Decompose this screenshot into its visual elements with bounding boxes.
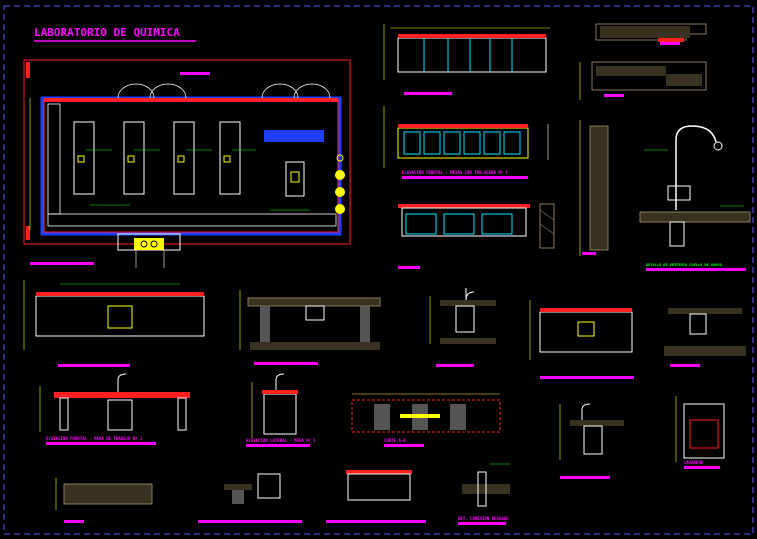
- elevation-cabinets: [398, 203, 555, 269]
- plan-caption-bar: [30, 262, 94, 265]
- cabinet-elevation: LAVADERO: [675, 396, 725, 469]
- cabinet-caption: LAVADERO: [684, 460, 704, 465]
- faucet-caption: DETALLE DE GRIFERIA CUELLO DE GANSO: [646, 263, 722, 267]
- wall-section-detail: [579, 120, 609, 256]
- drain-connection-detail: DET. CONEXION DESAGUE: [458, 463, 510, 525]
- work-bench-elevation: ELEVACION FRONTAL - MESA DE TRABAJO Nº 1: [39, 373, 190, 445]
- elevation-1-caption: ELEVACION FRONTAL - MESAS CON TAB.ACERO …: [402, 170, 509, 175]
- slab-detail: [55, 478, 153, 523]
- connection-detail-1: [198, 473, 302, 523]
- elevation-left-caption: ELEVACION FRONTAL - MESA DE TRABAJO Nº 1: [46, 436, 143, 441]
- connection-caption: DET. CONEXION DESAGUE: [458, 516, 509, 521]
- bench-elevation-a: [23, 280, 205, 367]
- sink-section-c: [429, 288, 496, 367]
- bench-elevation-bottom: [326, 470, 426, 523]
- lateral-elevation: ELEVACION LATERAL - MESA Nº 1: [246, 373, 316, 447]
- section-caption: CORTE A-A: [384, 438, 406, 443]
- sink-elevation-d: [529, 300, 634, 379]
- step-detail-2: [579, 61, 707, 100]
- step-detail-1: [595, 23, 707, 45]
- lateral-caption: ELEVACION LATERAL - MESA Nº 1: [246, 438, 316, 443]
- bench-section-b: [239, 290, 381, 365]
- sheet-title: LABORATORIO DE QUIMICA: [34, 26, 180, 39]
- elevation-sinks: ELEVACION FRONTAL - MESAS CON TAB.ACERO …: [383, 106, 549, 179]
- sink-section-e: [664, 308, 746, 367]
- sheet-frame: [3, 5, 754, 535]
- faucet-detail: DETALLE DE GRIFERIA CUELLO DE GANSO: [639, 125, 751, 271]
- small-sink-elevation: [559, 403, 624, 479]
- corte-section: CORTE A-A: [351, 393, 501, 447]
- floor-plan: [23, 59, 351, 268]
- elevation-top: [383, 24, 550, 95]
